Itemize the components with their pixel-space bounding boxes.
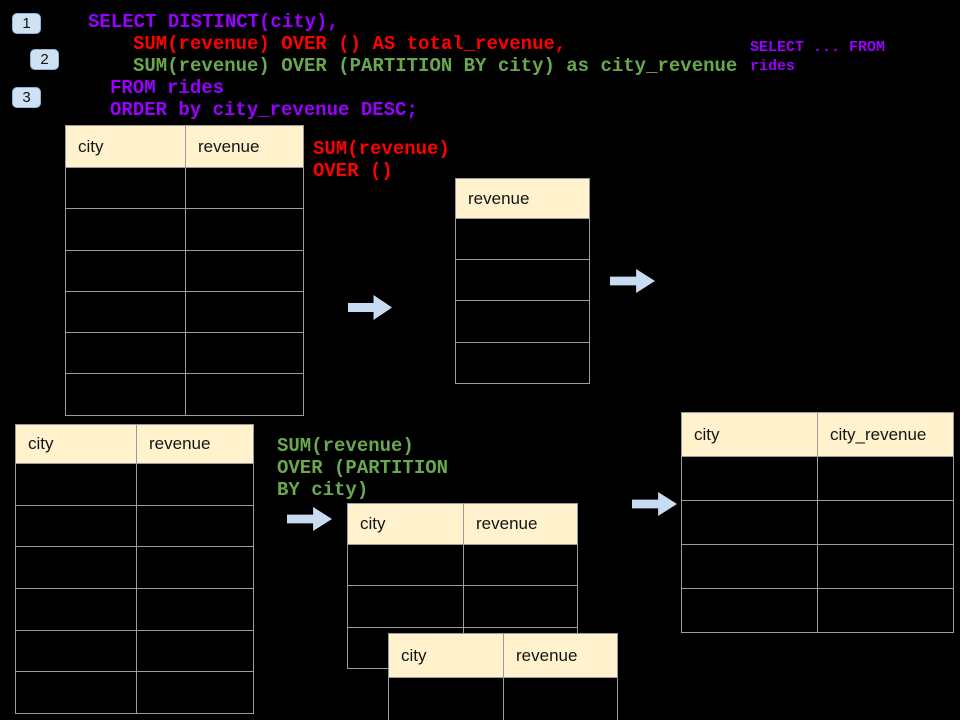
column-header-city: city [66, 126, 186, 168]
table-cell [818, 589, 954, 633]
table-cell [137, 672, 254, 715]
partition-table-overlap: city revenue [388, 633, 618, 720]
annotation-total-line1: SUM(revenue) [313, 138, 450, 160]
table-cell [389, 678, 504, 720]
source-table-bottom: city revenue [15, 424, 254, 715]
side-note-line1: SELECT ... FROM [750, 39, 886, 56]
table-cell [16, 672, 137, 715]
sql-line-order: ORDER by city_revenue DESC; [110, 99, 418, 121]
annotation-partition-line2: OVER (PARTITION [277, 457, 449, 479]
annotation-total-line2: OVER () [313, 160, 393, 182]
table-cell [186, 250, 304, 292]
table-cell [348, 586, 464, 628]
step-2-badge: 2 [30, 49, 59, 70]
column-header-revenue: revenue [504, 634, 618, 678]
table-cell [186, 291, 304, 334]
table-cell [137, 547, 254, 590]
total-revenue-table: revenue [455, 178, 590, 384]
table-cell [16, 589, 137, 631]
table-cell [464, 586, 578, 628]
table-cell [464, 545, 578, 587]
annotation-partition-line3: BY city) [277, 479, 369, 501]
table-cell [186, 209, 304, 251]
table-cell [186, 168, 304, 210]
column-header-revenue: revenue [456, 179, 590, 219]
right-arrow-icon [610, 269, 655, 293]
table-cell [186, 333, 304, 375]
table-cell [16, 547, 137, 590]
column-header-revenue: revenue [464, 504, 578, 545]
column-header-revenue: revenue [186, 126, 304, 168]
table-cell [66, 291, 186, 334]
table-cell [504, 678, 618, 720]
right-arrow-icon [287, 507, 332, 531]
table-cell [66, 209, 186, 251]
table-cell [66, 333, 186, 375]
table-cell [818, 457, 954, 501]
table-cell [456, 342, 590, 384]
table-cell [682, 545, 818, 589]
table-cell [456, 260, 590, 302]
table-cell [348, 545, 464, 587]
table-cell [456, 219, 590, 261]
annotation-partition-line1: SUM(revenue) [277, 435, 414, 457]
sql-line-select: SELECT DISTINCT(city), [88, 11, 339, 33]
table-cell [137, 630, 254, 673]
table-cell [682, 457, 818, 501]
table-cell [137, 464, 254, 506]
table-cell [456, 301, 590, 343]
table-cell [16, 505, 137, 548]
column-header-city: city [389, 634, 504, 678]
table-cell [682, 501, 818, 545]
final-result-table: city city_revenue [681, 412, 954, 633]
table-cell [682, 589, 818, 633]
column-header-city: city [682, 413, 818, 457]
column-header-city-revenue: city_revenue [818, 413, 954, 457]
step-2-label: 2 [40, 51, 49, 68]
sql-line-from: FROM rides [110, 77, 225, 99]
table-cell [66, 168, 186, 210]
table-cell [16, 630, 137, 673]
table-cell [66, 250, 186, 292]
column-header-city: city [16, 425, 137, 464]
table-cell [16, 464, 137, 506]
step-3-badge: 3 [12, 87, 41, 108]
step-3-label: 3 [22, 89, 31, 106]
right-arrow-icon [632, 492, 677, 516]
table-cell [818, 545, 954, 589]
side-note-line2: rides [750, 58, 796, 75]
table-cell [66, 374, 186, 416]
table-cell [137, 589, 254, 631]
step-1-badge: 1 [12, 13, 41, 34]
table-cell [818, 501, 954, 545]
sql-line-total: SUM(revenue) OVER () AS total_revenue, [133, 33, 567, 55]
column-header-city: city [348, 504, 464, 545]
right-arrow-icon [348, 295, 392, 320]
source-table-top: city revenue [65, 125, 304, 416]
step-1-label: 1 [22, 15, 31, 32]
sql-line-partition: SUM(revenue) OVER (PARTITION BY city) as… [133, 55, 738, 77]
table-cell [137, 505, 254, 548]
table-cell [186, 374, 304, 416]
column-header-revenue: revenue [137, 425, 254, 464]
